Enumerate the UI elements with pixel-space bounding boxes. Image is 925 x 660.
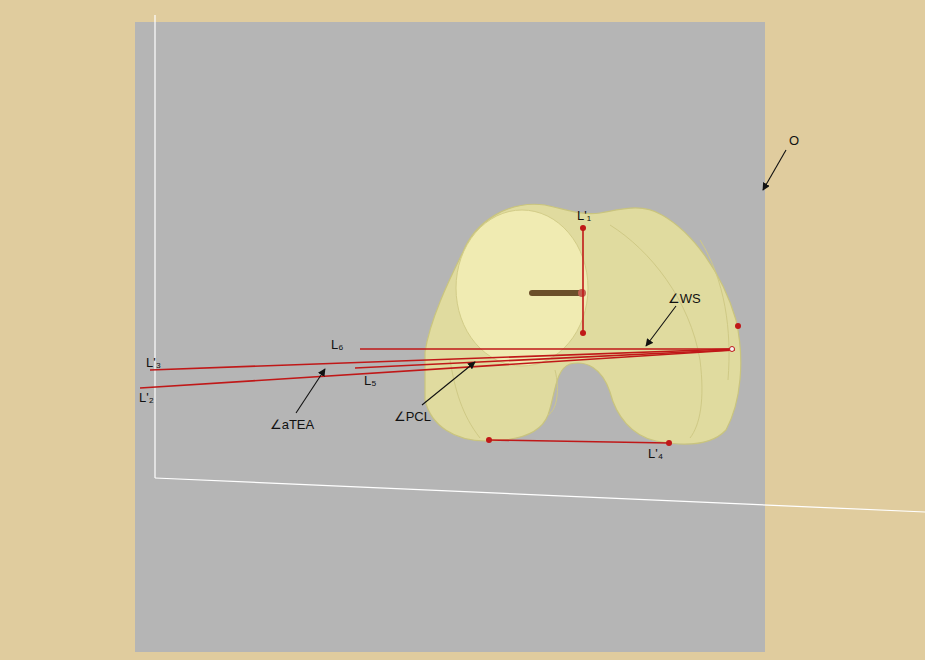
leader-lines [296, 150, 786, 413]
line-label: ∠aTEA [270, 418, 314, 431]
line-label: L₅ [364, 374, 376, 387]
plane-o [135, 22, 765, 652]
pin [532, 290, 580, 296]
line-label: ∠WS [668, 292, 701, 305]
line-label: L'₁ [577, 209, 591, 222]
line-label: L₆ [331, 338, 343, 351]
line-label: ∠PCL [394, 410, 431, 423]
line-label: L'₃ [146, 356, 161, 369]
line-label: O [789, 134, 799, 147]
femur-bone [425, 204, 741, 444]
axis-line [155, 478, 925, 512]
axis-line [154, 15, 155, 478]
line-label: L'₂ [139, 391, 154, 404]
line-label: L'₄ [648, 447, 663, 460]
reference-lines [140, 228, 735, 443]
pin-end [578, 289, 586, 297]
landmark-dots [486, 225, 741, 446]
